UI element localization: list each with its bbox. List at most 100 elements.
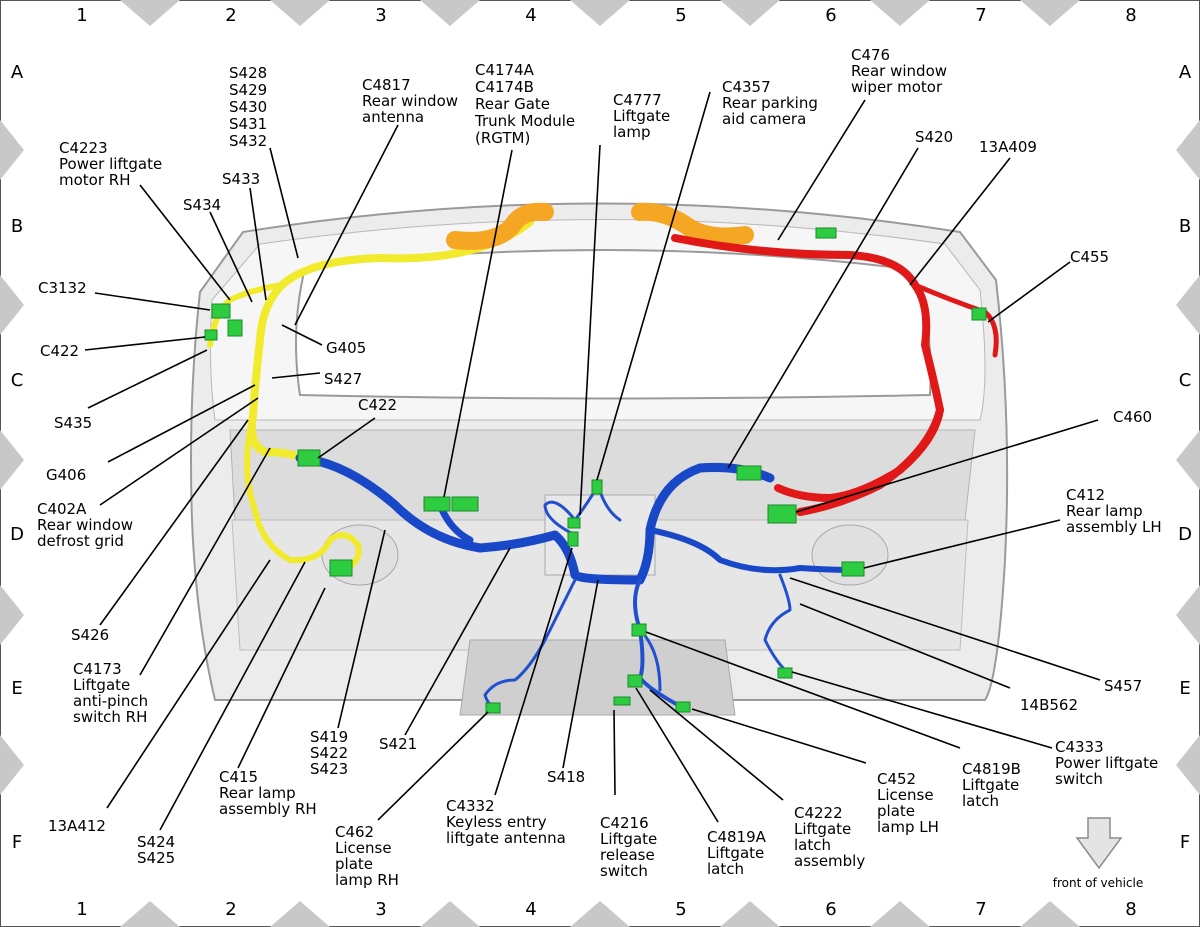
label-c4173-line4: switch RH bbox=[73, 708, 147, 726]
label-g406: G406 bbox=[46, 466, 86, 484]
grid-col-2-top: 2 bbox=[225, 5, 236, 26]
grid-row-f-left: F bbox=[12, 832, 22, 853]
label-s423: S423 bbox=[310, 760, 348, 778]
connector-c3132 bbox=[211, 303, 231, 319]
label-c4819b-line1: C4819B bbox=[962, 760, 1021, 778]
connector-c4819a bbox=[627, 674, 643, 688]
label-s430: S430 bbox=[229, 98, 267, 116]
grid-col-8-bottom: 8 bbox=[1125, 899, 1136, 920]
label-c4819b: C4819B Liftgate latch bbox=[962, 760, 1026, 810]
grid-labels: 1 2 3 4 5 6 7 8 1 2 3 4 5 6 7 8 A B C D … bbox=[10, 5, 1192, 920]
label-c415-line3: assembly RH bbox=[219, 800, 317, 818]
label-s434: S434 bbox=[183, 196, 221, 214]
label-c476: C476 Rear window wiper motor bbox=[851, 46, 952, 96]
label-s419-s423: S419 S422 S423 bbox=[310, 728, 353, 778]
label-c4222-line2: Liftgate bbox=[794, 820, 851, 838]
label-s429: S429 bbox=[229, 81, 267, 99]
label-c4174-line5: (RGTM) bbox=[475, 129, 530, 147]
label-c412-line3: assembly LH bbox=[1066, 518, 1162, 536]
label-s428-s432: S428 S429 S430 S431 S432 bbox=[229, 64, 272, 150]
label-s428: S428 bbox=[229, 64, 267, 82]
label-s425: S425 bbox=[137, 849, 175, 867]
label-c4357-line1: C4357 bbox=[722, 78, 771, 96]
label-c4222: C4222 Liftgate latch assembly bbox=[794, 804, 865, 870]
harness-orange-grommet-rh bbox=[446, 202, 554, 250]
harness-wiring bbox=[207, 202, 999, 710]
grid-row-b-right: B bbox=[1179, 216, 1191, 237]
label-c4173-line3: anti-pinch bbox=[73, 692, 148, 710]
label-c4216-line2: Liftgate bbox=[600, 830, 657, 848]
label-s457: S457 bbox=[1104, 677, 1142, 695]
connector-c476 bbox=[815, 227, 837, 239]
label-c412: C412 Rear lamp assembly LH bbox=[1066, 486, 1162, 536]
label-c4223: C4223 Power liftgate motor RH bbox=[59, 139, 167, 189]
label-c476-line3: wiper motor bbox=[851, 78, 943, 96]
label-c402a: C402A Rear window defrost grid bbox=[37, 500, 138, 550]
label-s418: S418 bbox=[547, 768, 585, 786]
label-c4819b-line2: Liftgate bbox=[962, 776, 1019, 794]
grid-col-7-top: 7 bbox=[975, 5, 986, 26]
grid-col-3-bottom: 3 bbox=[375, 899, 386, 920]
connector-c4357 bbox=[591, 479, 603, 495]
harness-red-trunk bbox=[671, 234, 944, 502]
connector-c4223 bbox=[227, 319, 243, 337]
label-c415-line1: C415 bbox=[219, 768, 258, 786]
front-of-vehicle-label: front of vehicle bbox=[1053, 876, 1143, 890]
label-c452-line2: License bbox=[877, 786, 934, 804]
label-s432: S432 bbox=[229, 132, 267, 150]
grid-row-e-right: E bbox=[1179, 678, 1190, 699]
label-c402a-line3: defrost grid bbox=[37, 532, 124, 550]
label-c4819a-line3: latch bbox=[707, 860, 744, 878]
grid-row-a-right: A bbox=[1179, 62, 1192, 83]
label-s422: S422 bbox=[310, 744, 348, 762]
label-s426: S426 bbox=[71, 626, 109, 644]
grid-col-1-top: 1 bbox=[76, 5, 87, 26]
label-c4357-line3: aid camera bbox=[722, 110, 806, 128]
label-c476-line2: Rear window bbox=[851, 62, 947, 80]
label-c3132: C3132 bbox=[38, 279, 87, 297]
grid-col-6-bottom: 6 bbox=[825, 899, 836, 920]
connector-c4333 bbox=[777, 667, 793, 679]
grid-col-5-top: 5 bbox=[675, 5, 686, 26]
label-c4174: C4174A C4174B Rear Gate Trunk Module (RG… bbox=[474, 61, 580, 147]
label-c462-line3: plate bbox=[335, 855, 373, 873]
label-c4819a-line2: Liftgate bbox=[707, 844, 764, 862]
harness-blue-center-down bbox=[483, 578, 577, 710]
label-c4216: C4216 Liftgate release switch bbox=[600, 814, 662, 880]
label-c4174-line4: Trunk Module bbox=[474, 112, 575, 130]
connector-c422-upper bbox=[204, 329, 218, 341]
connector-c460 bbox=[767, 504, 797, 524]
label-c4357-line2: Rear parking bbox=[722, 94, 818, 112]
connector-c4777 bbox=[567, 517, 581, 529]
label-c4817-line3: antenna bbox=[362, 108, 424, 126]
label-c4817-line2: Rear window bbox=[362, 92, 458, 110]
grid-row-c-left: C bbox=[11, 370, 24, 391]
grid-col-5-bottom: 5 bbox=[675, 899, 686, 920]
label-c412-line1: C412 bbox=[1066, 486, 1105, 504]
label-c4777-line2: Liftgate bbox=[613, 107, 670, 125]
grid-col-6-top: 6 bbox=[825, 5, 836, 26]
grid-row-b-left: B bbox=[11, 216, 23, 237]
label-c460: C460 bbox=[1113, 408, 1152, 426]
label-c452-line3: plate bbox=[877, 802, 915, 820]
label-s433: S433 bbox=[222, 170, 260, 188]
label-c4174a: C4174A bbox=[475, 61, 535, 79]
label-c4333: C4333 Power liftgate switch bbox=[1055, 738, 1163, 788]
label-s424-s425: S424 S425 bbox=[137, 833, 180, 867]
harness-blue-s457 bbox=[763, 573, 792, 672]
rear-window-opening bbox=[295, 249, 932, 400]
label-c422-lower: C422 bbox=[358, 396, 397, 414]
label-c4357: C4357 Rear parking aid camera bbox=[722, 78, 823, 128]
down-arrow-icon bbox=[1075, 817, 1123, 870]
grid-col-2-bottom: 2 bbox=[225, 899, 236, 920]
harness-red-lower bbox=[796, 406, 944, 516]
grid-col-3-top: 3 bbox=[375, 5, 386, 26]
grid-row-d-right: D bbox=[1178, 524, 1192, 545]
label-c4777-line1: C4777 bbox=[613, 91, 662, 109]
grid-col-7-bottom: 7 bbox=[975, 899, 986, 920]
label-s419: S419 bbox=[310, 728, 348, 746]
label-c462-line1: C462 bbox=[335, 823, 374, 841]
label-c4173: C4173 Liftgate anti-pinch switch RH bbox=[73, 660, 153, 726]
harness-blue-lh-lamp bbox=[647, 527, 858, 574]
